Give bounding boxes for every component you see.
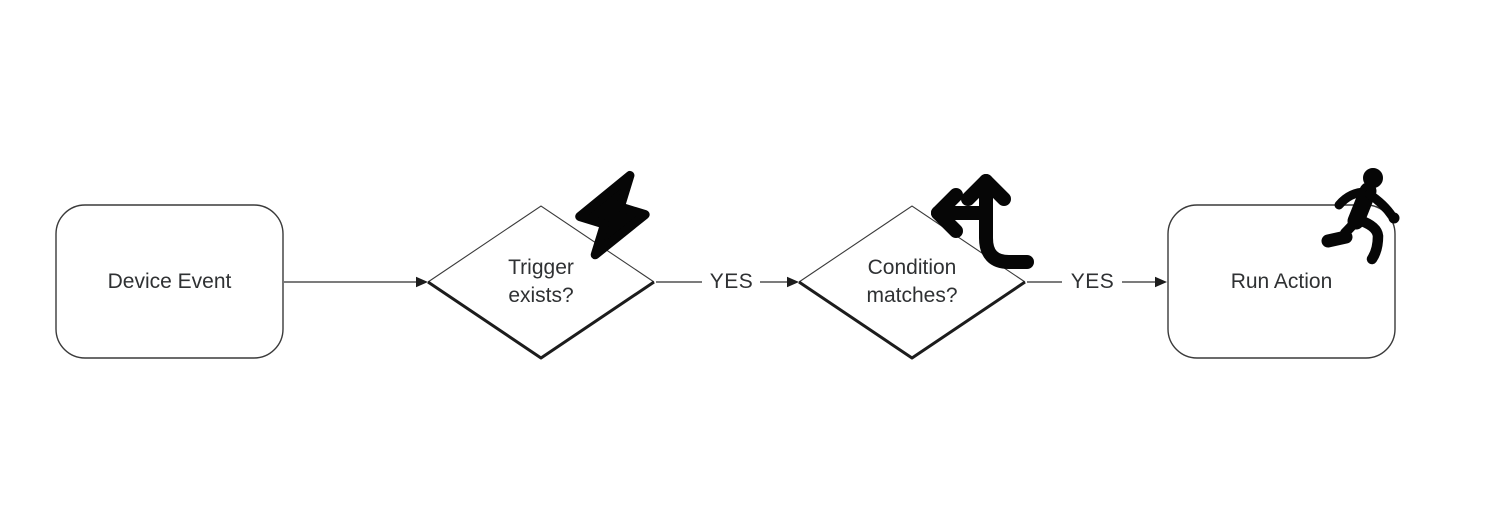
- node-device-event: [55, 204, 284, 359]
- trigger-exists-label: Trigger exists?: [508, 256, 574, 307]
- edge-device-to-trigger: [284, 276, 428, 288]
- condition-matches-label: Condition matches?: [866, 256, 958, 307]
- device-event-label: Device Event: [107, 269, 232, 293]
- device-event-box: [55, 204, 284, 359]
- node-condition-matches: [798, 205, 1026, 360]
- edge-yes-label-2: YES: [1070, 270, 1115, 293]
- running-person-icon: [1321, 168, 1400, 265]
- edge-trigger-to-condition: [656, 276, 799, 288]
- run-action-label: Run Action: [1230, 269, 1333, 293]
- arrowhead-icon: [787, 276, 799, 288]
- condition-diamond-bottom-edges: [798, 280, 1026, 360]
- trigger-diamond-bottom-edges: [427, 280, 655, 360]
- trigger-diamond-top-edges: [427, 205, 655, 283]
- arrowhead-icon: [416, 276, 428, 288]
- arrowhead-icon: [1155, 276, 1167, 288]
- edge-condition-to-action: [1027, 276, 1167, 288]
- split-arrows-icon: [931, 174, 1034, 269]
- edge-yes-label-1: YES: [709, 270, 754, 293]
- lightning-bolt-icon: [575, 170, 650, 260]
